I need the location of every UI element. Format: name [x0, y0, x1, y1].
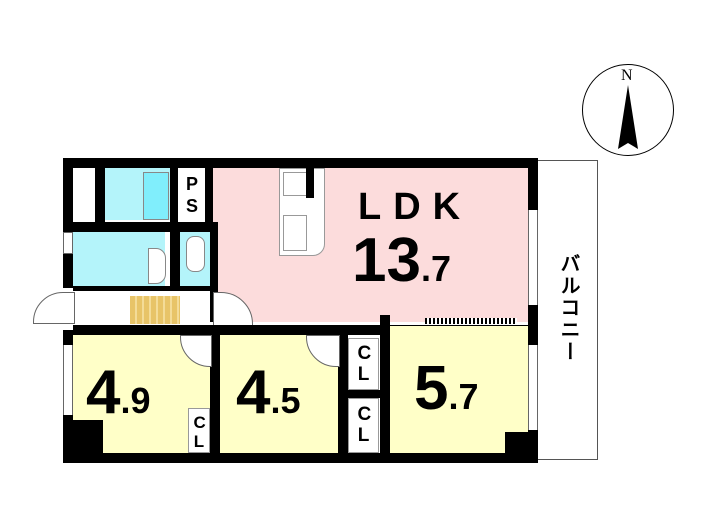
- closet-1: CL: [188, 408, 210, 453]
- window-ldk: [528, 210, 538, 305]
- north-compass: N: [582, 64, 674, 156]
- stove-icon: [283, 172, 307, 196]
- bedroom-1-size: 4.9: [86, 358, 151, 427]
- washbasin-icon: [148, 248, 166, 284]
- bedroom-2-size: 4.5: [236, 358, 301, 427]
- north-label: N: [621, 67, 633, 84]
- north-arrow-icon: [618, 85, 638, 149]
- sliding-door[interactable]: [425, 318, 517, 324]
- ps-label: PS: [178, 168, 206, 220]
- balcony-label: バルコニー: [557, 253, 579, 363]
- window-bedroom-3: [528, 345, 538, 430]
- toilet-icon: [186, 236, 205, 272]
- entrance-floor: [130, 296, 180, 324]
- sink-icon: [283, 215, 307, 251]
- closet-2: CL: [348, 338, 379, 390]
- ldk-room: [213, 168, 528, 322]
- ldk-label: LDK: [358, 186, 473, 228]
- window-washroom: [63, 232, 73, 254]
- window-bedroom-1: [63, 345, 73, 415]
- bathtub-icon: [143, 172, 169, 220]
- ldk-size: 13.7: [352, 226, 451, 295]
- closet-3: CL: [348, 398, 379, 453]
- bedroom-3: [390, 326, 528, 453]
- bedroom-3-size: 5.7: [414, 354, 479, 423]
- entrance-door[interactable]: [33, 292, 75, 324]
- kitchen-counter: [279, 168, 325, 256]
